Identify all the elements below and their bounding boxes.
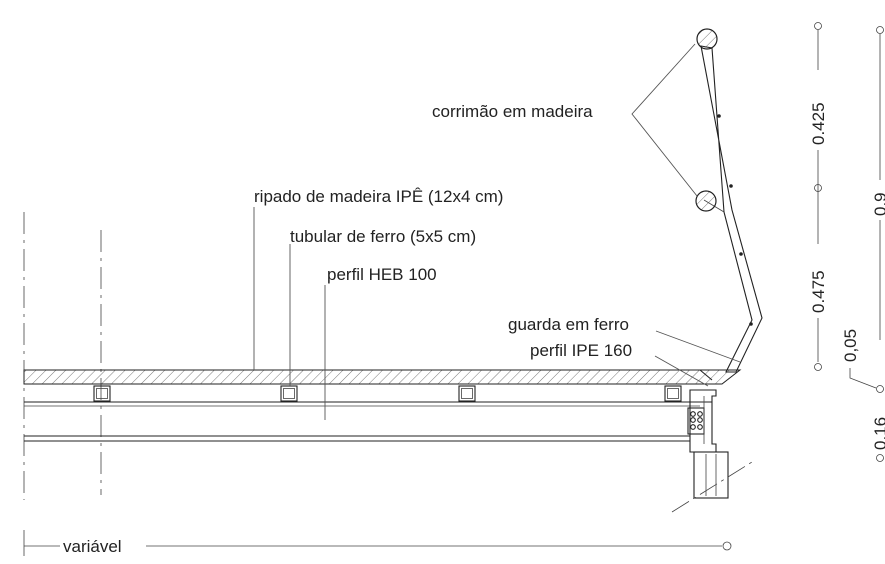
dim-09: 0.9 bbox=[871, 192, 885, 216]
dimension-height-right: 0.425 0.475 bbox=[809, 22, 828, 371]
label-ripado: ripado de madeira IPÊ (12x4 cm) bbox=[254, 187, 503, 206]
leader-lines bbox=[253, 43, 741, 420]
handrails bbox=[695, 28, 718, 212]
dimension-width-bottom: variável bbox=[23, 530, 732, 556]
dim-016: 0.16 bbox=[871, 417, 885, 450]
dim-0475: 0.475 bbox=[809, 270, 828, 313]
label-corrimao: corrimão em madeira bbox=[432, 102, 593, 121]
dimension-005: 0,05 bbox=[841, 329, 884, 393]
handrail-bottom bbox=[695, 190, 717, 212]
label-heb: perfil HEB 100 bbox=[327, 265, 437, 284]
label-ipe: perfil IPE 160 bbox=[530, 341, 632, 360]
dim-variavel: variável bbox=[63, 537, 122, 556]
deck-slats bbox=[23, 369, 742, 385]
tubular-sections bbox=[93, 385, 682, 402]
ipe-connection bbox=[687, 389, 729, 499]
left-break-lines bbox=[23, 212, 102, 500]
heb-beam bbox=[24, 435, 690, 442]
dim-0425: 0.425 bbox=[809, 102, 828, 145]
dimension-height-far-right: 0.9 0.16 bbox=[871, 26, 885, 462]
handrail-top bbox=[696, 28, 718, 50]
slope-line bbox=[671, 461, 753, 513]
dim-005: 0,05 bbox=[841, 329, 860, 362]
iron-guard bbox=[699, 45, 763, 381]
label-tubular: tubular de ferro (5x5 cm) bbox=[290, 227, 476, 246]
label-guarda: guarda em ferro bbox=[508, 315, 629, 334]
tubular-frame bbox=[24, 383, 712, 407]
